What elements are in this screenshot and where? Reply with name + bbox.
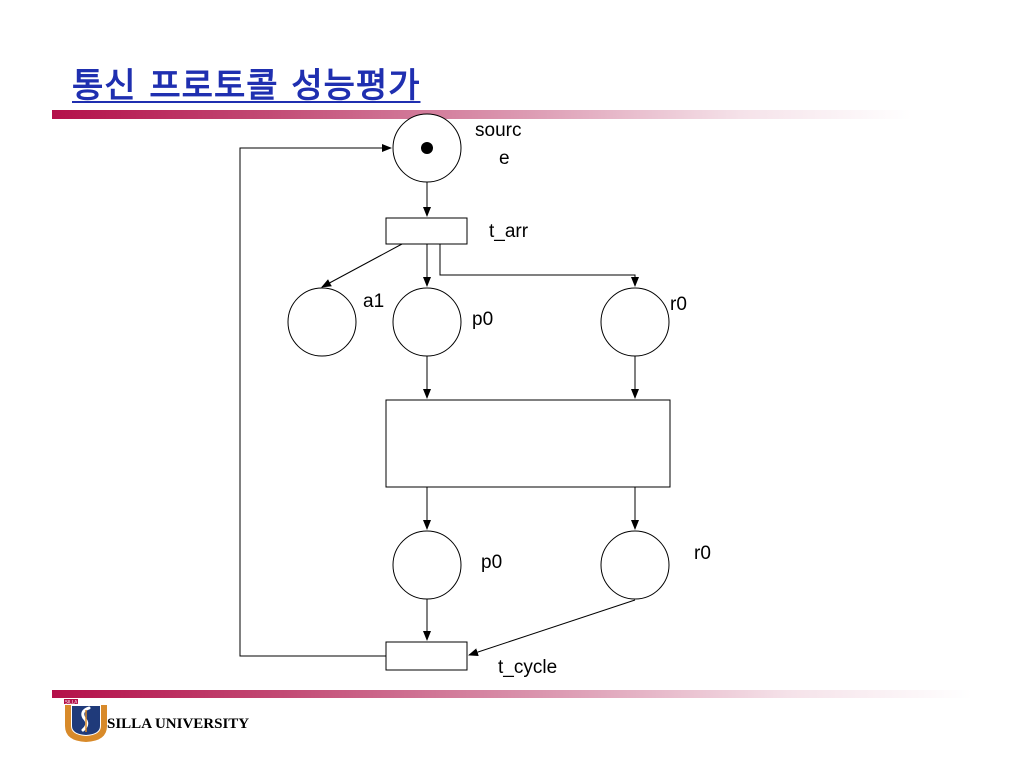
- place-r0-bottom: [600, 530, 670, 600]
- silla-university-logo: SILLA: [64, 699, 107, 742]
- title-divider-bar: [52, 110, 912, 119]
- label-r0-bottom: r0: [694, 543, 711, 564]
- token-dot: [421, 142, 433, 154]
- transition-middle-box: [385, 399, 671, 488]
- arc-t-arr-to-r0: [439, 244, 639, 287]
- label-source-line2: e: [499, 148, 510, 169]
- arc-t-arr-to-a1: [321, 243, 403, 288]
- label-a1: a1: [363, 291, 384, 312]
- label-p0-top: p0: [472, 309, 493, 330]
- transition-t-cycle: [385, 641, 468, 671]
- place-r0-top: [600, 287, 670, 357]
- arc-r0-to-t-cycle: [468, 599, 636, 656]
- place-a1: [287, 287, 357, 357]
- place-p0-top: [392, 287, 462, 357]
- footer-divider-bar: [52, 690, 972, 698]
- transition-t-arr: [385, 217, 468, 245]
- label-source-line1: sourc: [475, 120, 521, 141]
- slide-title: 통신 프로토콜 성능평가: [72, 66, 421, 106]
- arc-t-cycle-to-source: [239, 144, 392, 657]
- label-r0-top: r0: [670, 294, 687, 315]
- label-p0-bottom: p0: [481, 552, 502, 573]
- place-p0-bottom: [392, 530, 462, 600]
- label-t-cycle: t_cycle: [498, 657, 557, 678]
- label-t-arr: t_arr: [489, 221, 529, 242]
- logo-text: SILLA: [65, 700, 78, 706]
- university-name: SILLA UNIVERSITY: [107, 716, 250, 732]
